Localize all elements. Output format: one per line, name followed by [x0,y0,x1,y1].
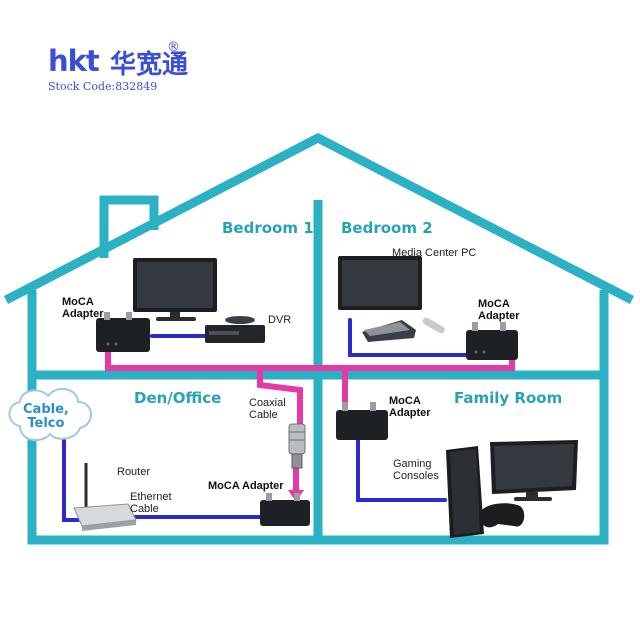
label-coaxial-cable: Coaxial Cable [249,397,286,421]
label-moca-bedroom1: MoCA Adapter [62,296,104,320]
ethernet-cables [62,318,470,522]
game-controller [479,503,525,528]
label-ethernet-cable: Ethernet Cable [130,491,172,515]
game-console [446,446,484,538]
remote-control [422,317,445,334]
label-moca-family-room: MoCA Adapter [389,395,431,419]
stock-code: Stock Code:832849 [48,80,158,93]
room-label-bedroom1: Bedroom 1 [222,219,314,237]
registered-mark: ® [167,40,180,55]
tv-family-room [490,440,578,501]
moca-adapter-bedroom2 [466,322,518,360]
router [73,463,137,531]
tv-bedroom2 [338,256,422,310]
tv-bedroom1 [133,258,217,321]
label-cable-telco: Cable, Telco [23,402,69,431]
room-label-den-office: Den/Office [134,389,222,407]
brand-logo: hkt [48,44,100,78]
label-router: Router [117,466,151,478]
label-media-center-pc: Media Center PC [392,247,477,259]
room-label-family-room: Family Room [454,389,563,407]
brand-logo-chinese: 华宽通 [110,50,189,80]
cable-telco-cloud [8,387,92,442]
moca-adapter-den [260,493,310,526]
label-dvr: DVR [268,314,292,326]
moca-adapter-family-room [336,402,388,440]
moca-adapter-bedroom1 [96,312,150,352]
label-gaming-consoles: Gaming Consoles [393,458,439,482]
label-moca-den: MoCA Adapter [208,480,284,492]
label-moca-bedroom2: MoCA Adapter [478,298,520,322]
keyboard [362,320,416,342]
room-label-bedroom2: Bedroom 2 [341,219,433,237]
dvr-box [205,316,265,343]
coax-connector [288,423,306,469]
